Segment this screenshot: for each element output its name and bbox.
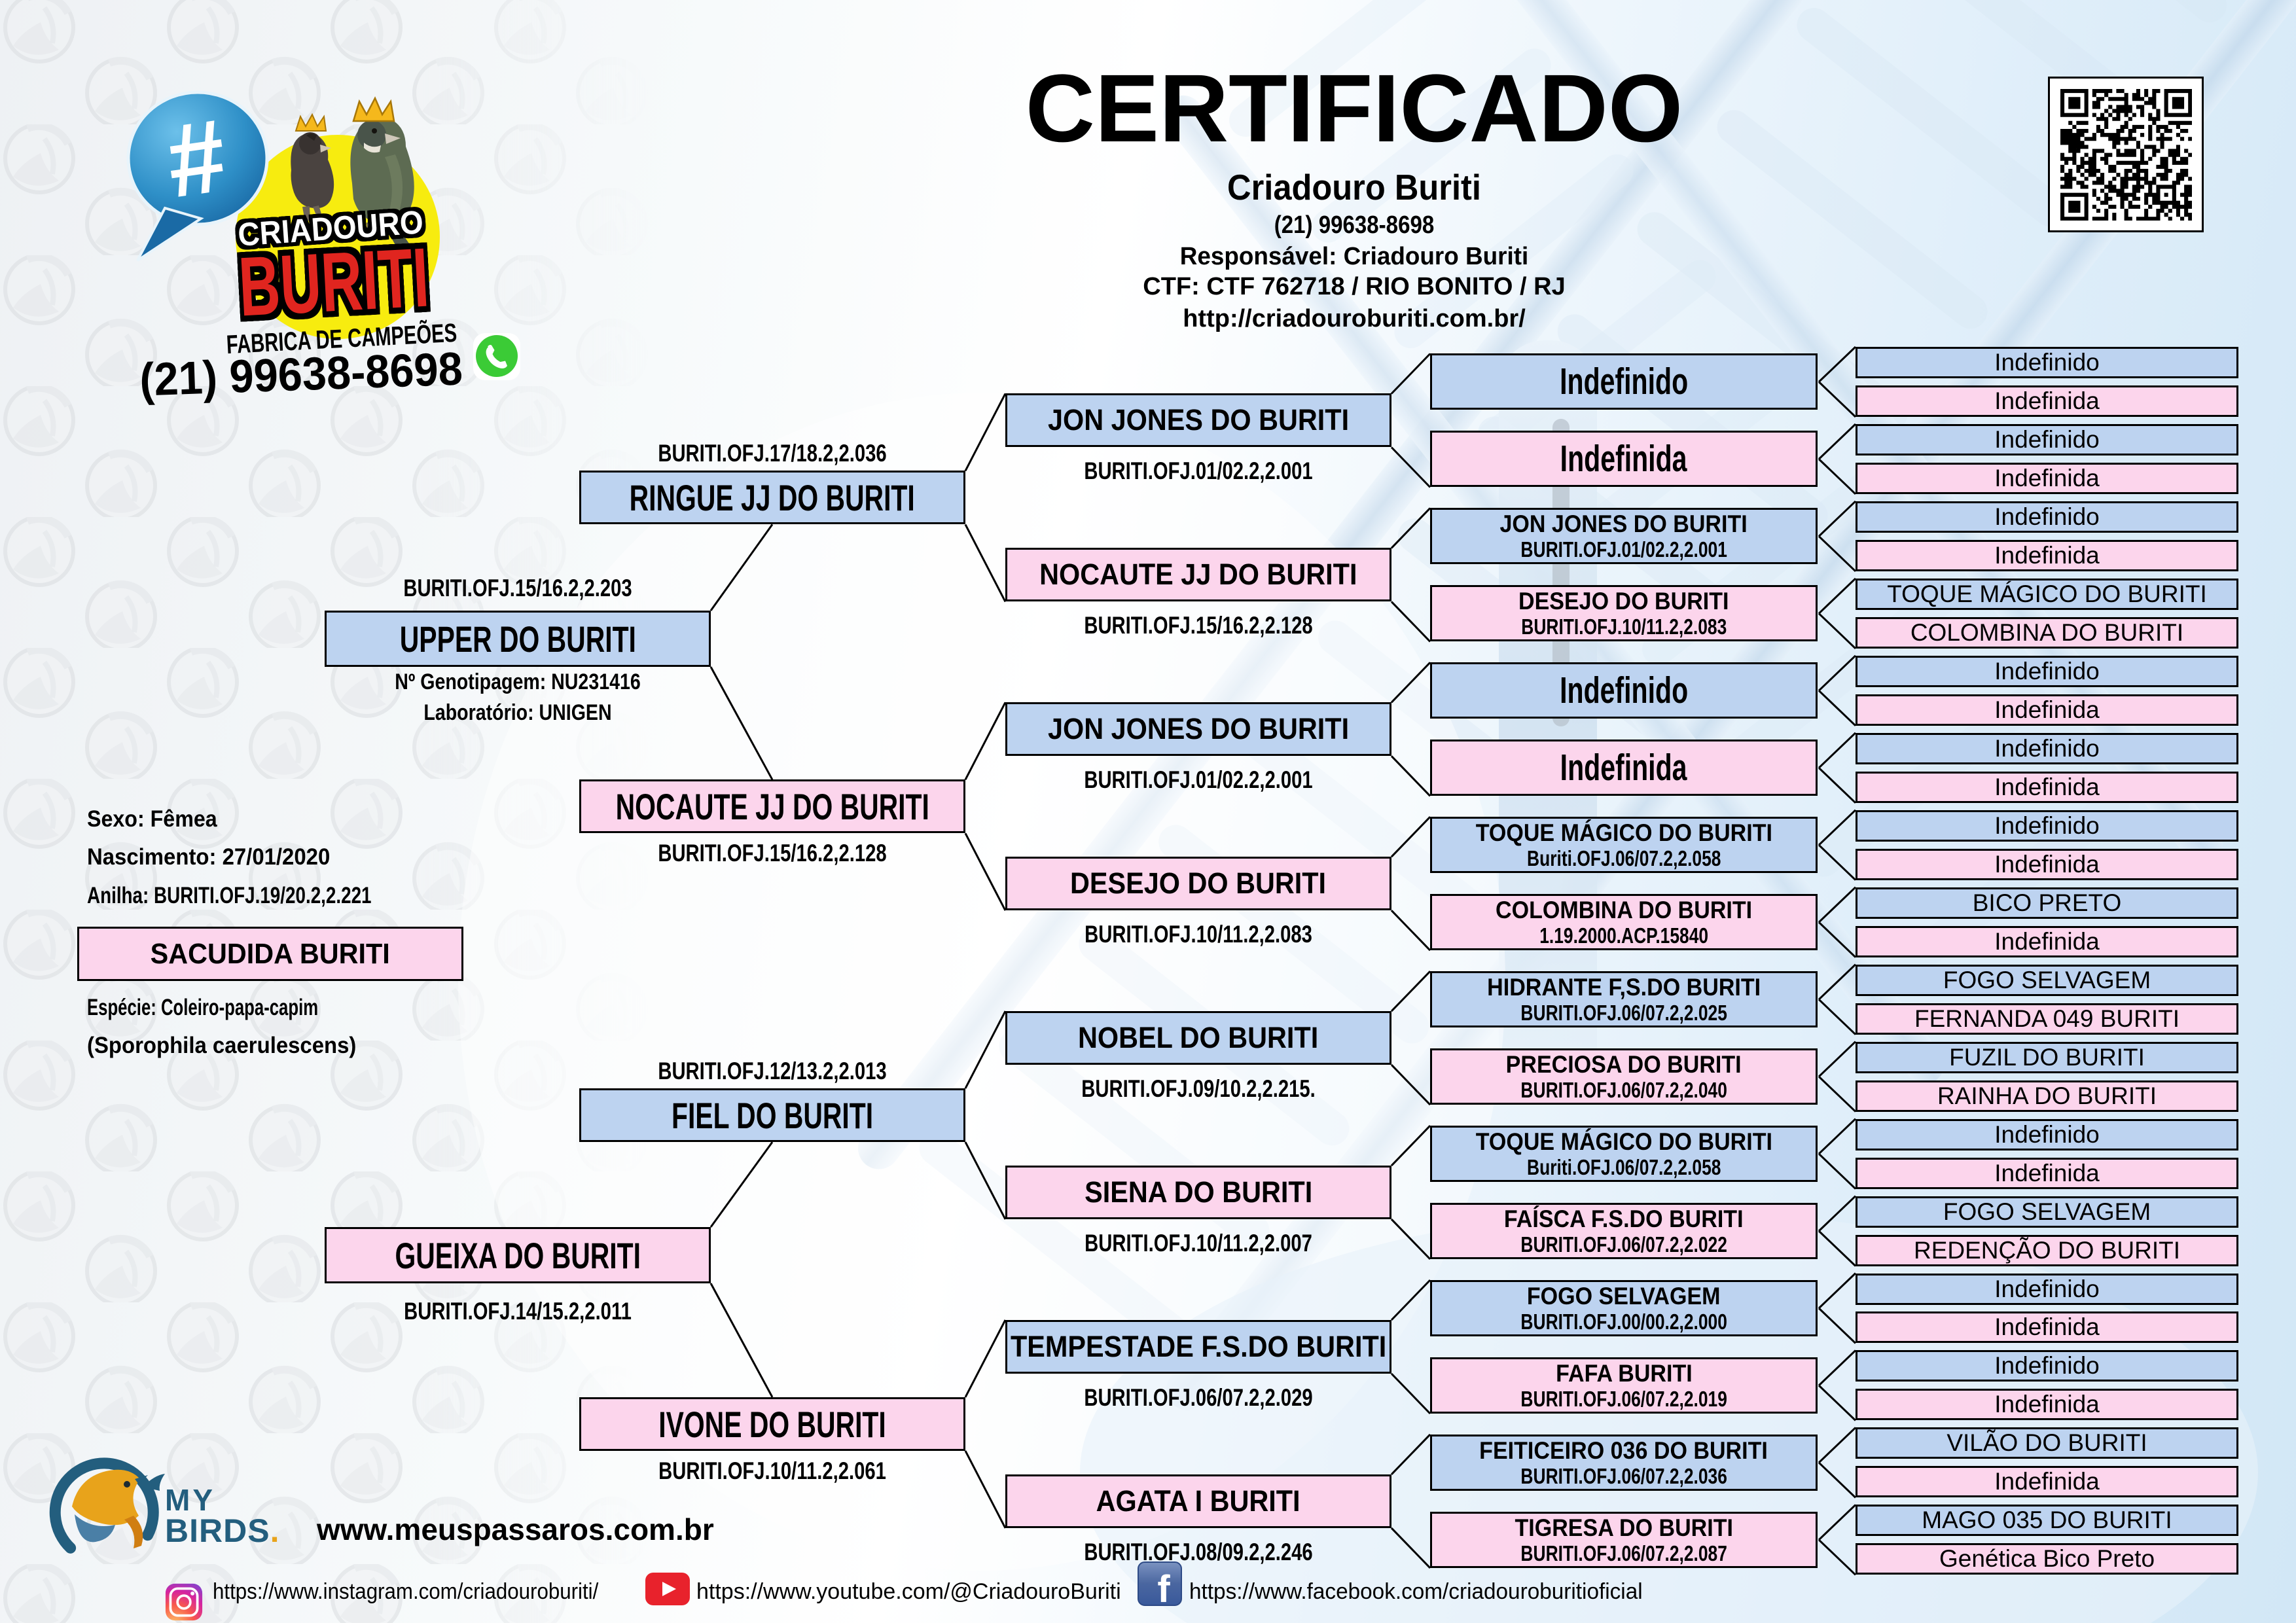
svg-text:MY: MY [165, 1483, 215, 1517]
svg-text:f: f [1157, 1568, 1170, 1606]
svg-text:BIRDS.: BIRDS. [165, 1512, 279, 1549]
